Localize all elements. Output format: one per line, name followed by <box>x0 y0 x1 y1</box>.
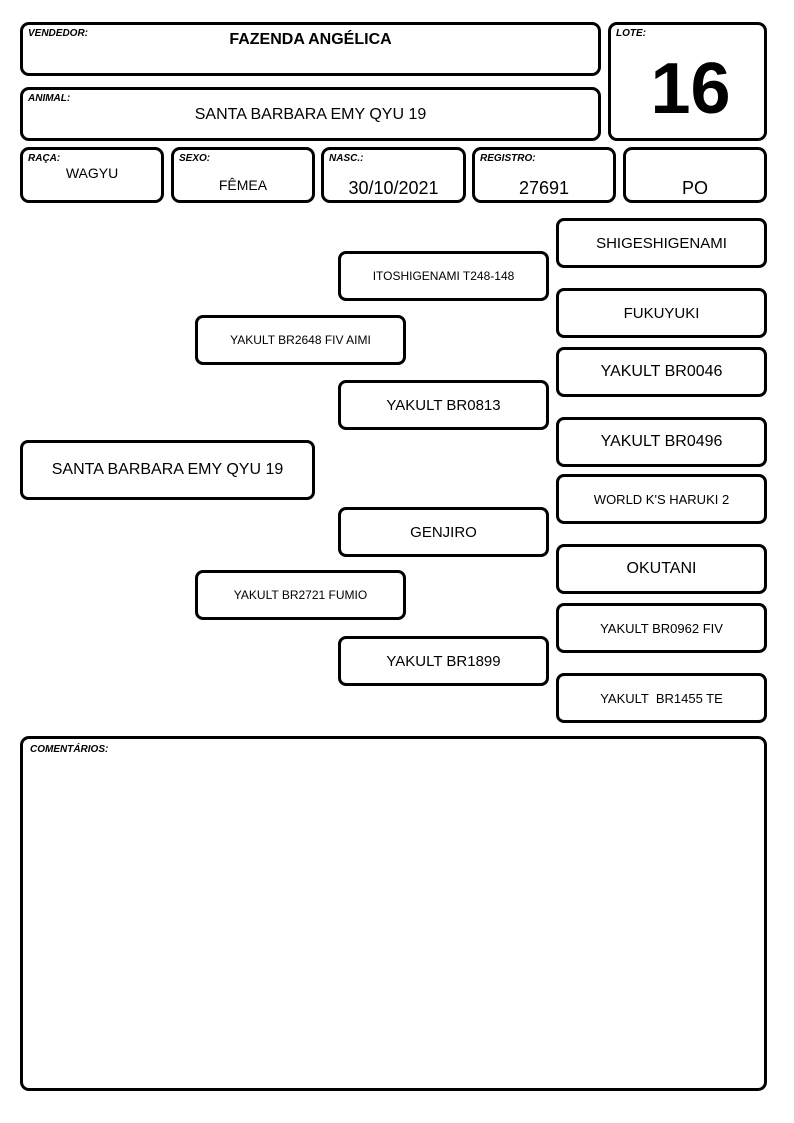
sex-label: SEXO: <box>179 153 211 164</box>
pedigree-ggp-3: YAKULT BR0046 <box>556 347 767 397</box>
breed-label: RAÇA: <box>28 153 61 164</box>
seller-box: VENDEDOR: FAZENDA ANGÉLICA <box>20 22 601 76</box>
pedigree-dam-sire: GENJIRO <box>338 507 549 557</box>
sex-box: SEXO: FÊMEA <box>171 147 315 203</box>
pedigree-ggp-8: YAKULT BR1455 TE <box>556 673 767 723</box>
lot-box: LOTE: 16 <box>608 22 767 141</box>
pedigree-ggp-6: OKUTANI <box>556 544 767 594</box>
pedigree-sire-dam: YAKULT BR0813 <box>338 380 549 430</box>
comments-box: COMENTÁRIOS: <box>20 736 767 1091</box>
birth-date-value: 30/10/2021 <box>348 178 439 198</box>
pedigree-ggp-1: SHIGESHIGENAMI <box>556 218 767 268</box>
registry-box: REGISTRO: 27691 <box>472 147 616 203</box>
pedigree-sire-sire: ITOSHIGENAMI T248-148 <box>338 251 549 301</box>
class-value: PO <box>681 178 708 198</box>
pedigree-ggp-4: YAKULT BR0496 <box>556 417 767 467</box>
class-box: PO <box>623 147 767 203</box>
sex-value: FÊMEA <box>218 177 268 193</box>
registry-label: REGISTRO: <box>480 153 536 164</box>
pedigree-dam-dam: YAKULT BR1899 <box>338 636 549 686</box>
comments-label: COMENTÁRIOS: <box>30 744 109 755</box>
animal-label: ANIMAL: <box>28 93 71 104</box>
seller-label: VENDEDOR: <box>28 28 89 39</box>
animal-box: ANIMAL: SANTA BARBARA EMY QYU 19 <box>20 87 601 141</box>
pedigree-dam: YAKULT BR2721 FUMIO <box>195 570 406 620</box>
birth-date-box: NASC.: 30/10/2021 <box>321 147 466 203</box>
pedigree-ggp-5: WORLD K'S HARUKI 2 <box>556 474 767 524</box>
pedigree-ggp-2: FUKUYUKI <box>556 288 767 338</box>
pedigree-ggp-7: YAKULT BR0962 FIV <box>556 603 767 653</box>
animal-value: SANTA BARBARA EMY QYU 19 <box>194 106 427 123</box>
lot-label: LOTE: <box>616 28 646 39</box>
pedigree-animal: SANTA BARBARA EMY QYU 19 <box>20 440 315 500</box>
breed-box: RAÇA: WAGYU <box>20 147 164 203</box>
seller-value: FAZENDA ANGÉLICA <box>229 31 392 48</box>
registry-value: 27691 <box>518 178 570 198</box>
lot-number: 16 <box>650 49 731 129</box>
birth-date-label: NASC.: <box>329 153 364 164</box>
pedigree-sire: YAKULT BR2648 FIV AIMI <box>195 315 406 365</box>
breed-value: WAGYU <box>65 165 119 181</box>
